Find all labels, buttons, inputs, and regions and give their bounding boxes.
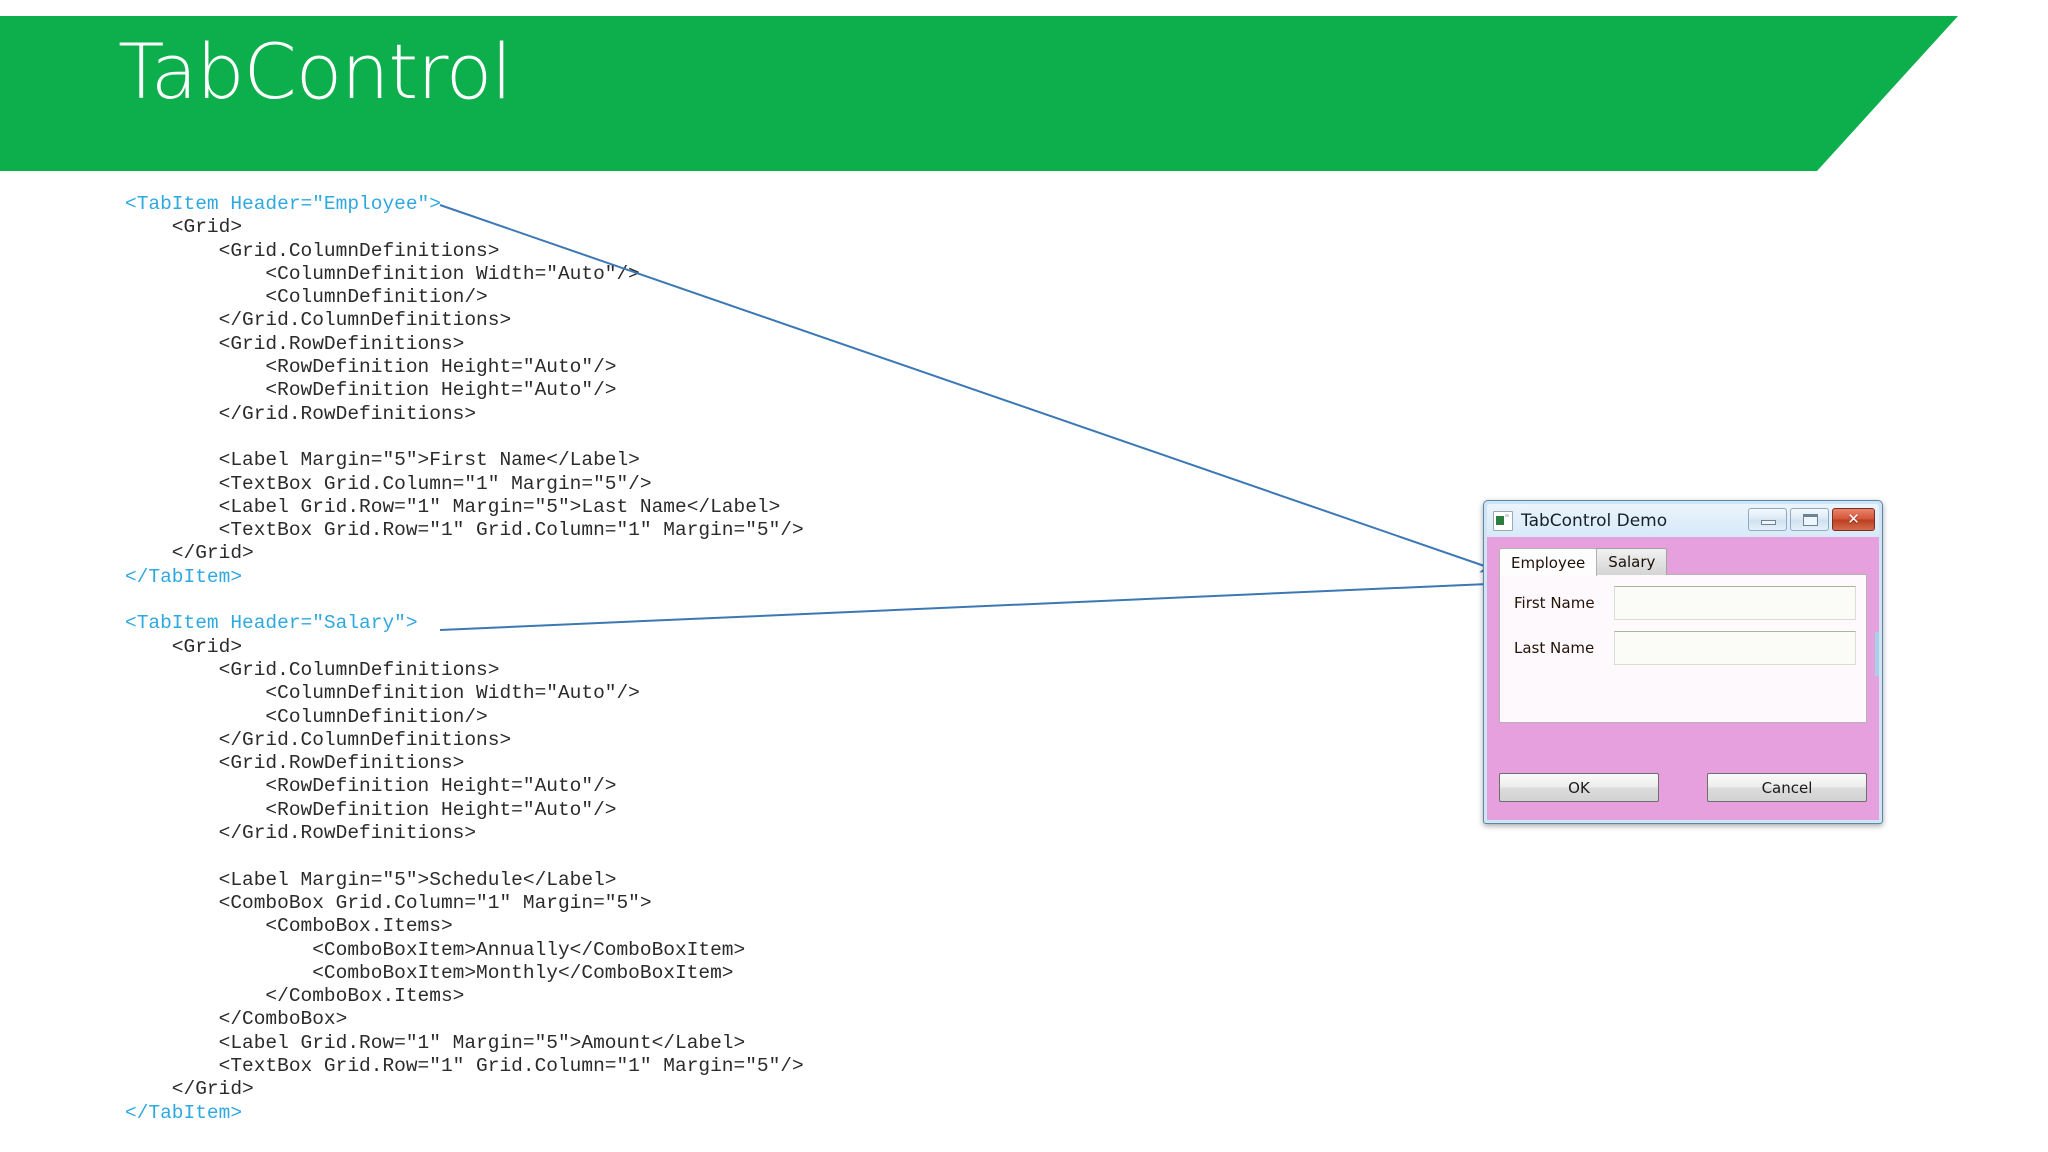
- code-line: <ColumnDefinition Width="Auto"/>: [125, 682, 640, 705]
- code-line: <ComboBox Grid.Column="1" Margin="5">: [125, 891, 652, 914]
- code-line: <Grid.ColumnDefinitions>: [125, 658, 500, 681]
- minimize-button[interactable]: [1748, 508, 1787, 531]
- maximize-button[interactable]: [1790, 508, 1829, 531]
- code-line: </Grid.ColumnDefinitions>: [125, 309, 512, 332]
- tab-salary-label: Salary: [1608, 553, 1656, 571]
- code-line: <ColumnDefinition/>: [125, 286, 488, 309]
- code-line: <TextBox Grid.Column="1" Margin="5"/>: [125, 472, 652, 495]
- window-client-area: Employee Salary First Name Last Name: [1487, 537, 1879, 820]
- code-line: </Grid.RowDefinitions>: [125, 822, 477, 845]
- code-line: <Grid.RowDefinitions>: [125, 332, 465, 355]
- first-name-input[interactable]: [1614, 586, 1856, 620]
- window-titlebar[interactable]: TabControl Demo ✕: [1487, 504, 1879, 537]
- code-line: </Grid.ColumnDefinitions>: [125, 728, 512, 751]
- code-line: </Grid.RowDefinitions>: [125, 402, 477, 425]
- code-line: <ComboBox.Items>: [125, 915, 453, 938]
- code-line: </ComboBox.Items>: [125, 985, 465, 1008]
- maximize-icon: [1803, 514, 1818, 526]
- caption-buttons: ✕: [1748, 508, 1875, 531]
- tab-employee-label: Employee: [1511, 553, 1586, 572]
- close-icon: ✕: [1847, 510, 1860, 528]
- code-line: [125, 426, 804, 449]
- code-line: <TabItem Header="Employee">: [125, 193, 441, 215]
- code-line: <ColumnDefinition Width="Auto"/>: [125, 262, 640, 285]
- code-line: <RowDefinition Height="Auto"/>: [125, 798, 617, 821]
- code-line: <Label Grid.Row="1" Margin="5">Amount</L…: [125, 1031, 746, 1054]
- app-window-icon: [1493, 510, 1513, 531]
- code-line: <Label Margin="5">First Name</Label>: [125, 449, 640, 472]
- code-line: <Grid.ColumnDefinitions>: [125, 239, 500, 262]
- ok-button[interactable]: OK: [1499, 773, 1659, 802]
- tab-control: Employee Salary First Name Last Name: [1499, 547, 1867, 723]
- code-line: <Grid>: [125, 216, 243, 239]
- header-banner: [0, 16, 1958, 171]
- tab-employee[interactable]: Employee: [1499, 548, 1598, 576]
- code-line: <RowDefinition Height="Auto"/>: [125, 775, 617, 798]
- code-line: <TextBox Grid.Row="1" Grid.Column="1" Ma…: [125, 1054, 804, 1077]
- minimize-icon: [1761, 520, 1776, 525]
- page-title: TabControl: [118, 27, 512, 116]
- code-line: </Grid>: [125, 1078, 254, 1101]
- code-line: <ComboBoxItem>Monthly</ComboBoxItem>: [125, 961, 734, 984]
- code-line: </Grid>: [125, 542, 254, 565]
- xaml-code-block: <TabItem Header="Employee"> <Grid> <Grid…: [125, 193, 804, 1125]
- code-line: <ColumnDefinition/>: [125, 705, 488, 728]
- tab-strip: Employee Salary: [1499, 547, 1867, 576]
- window-edge-handle: [1875, 632, 1879, 676]
- code-line: <RowDefinition Height="Auto"/>: [125, 356, 617, 379]
- code-line: <Grid.RowDefinitions>: [125, 752, 465, 775]
- window-title: TabControl Demo: [1521, 510, 1668, 531]
- code-line: </TabItem>: [125, 565, 243, 588]
- form-row-first-name: First Name: [1514, 586, 1856, 620]
- code-line: <RowDefinition Height="Auto"/>: [125, 379, 617, 402]
- code-line: </ComboBox>: [125, 1008, 348, 1031]
- dialog-button-row: OK Cancel: [1499, 773, 1867, 802]
- close-button[interactable]: ✕: [1832, 508, 1875, 531]
- tab-panel-employee: First Name Last Name: [1499, 574, 1867, 723]
- form-row-last-name: Last Name: [1514, 631, 1856, 665]
- tabcontrol-demo-window[interactable]: TabControl Demo ✕ Employee: [1483, 500, 1883, 824]
- code-line: [125, 845, 804, 868]
- code-line: <Label Margin="5">Schedule</Label>: [125, 868, 617, 891]
- code-line: [125, 589, 804, 612]
- code-line: <Label Grid.Row="1" Margin="5">Last Name…: [125, 495, 781, 518]
- code-line: <TextBox Grid.Row="1" Grid.Column="1" Ma…: [125, 519, 804, 542]
- code-line: <Grid>: [125, 635, 243, 658]
- first-name-label: First Name: [1514, 594, 1595, 612]
- last-name-label: Last Name: [1514, 639, 1595, 657]
- code-line: <TabItem Header="Salary">: [125, 612, 418, 635]
- code-line: </TabItem>: [125, 1101, 243, 1124]
- last-name-input[interactable]: [1614, 631, 1856, 665]
- code-line: <ComboBoxItem>Annually</ComboBoxItem>: [125, 938, 746, 961]
- cancel-button[interactable]: Cancel: [1707, 773, 1867, 802]
- tab-salary[interactable]: Salary: [1596, 548, 1668, 575]
